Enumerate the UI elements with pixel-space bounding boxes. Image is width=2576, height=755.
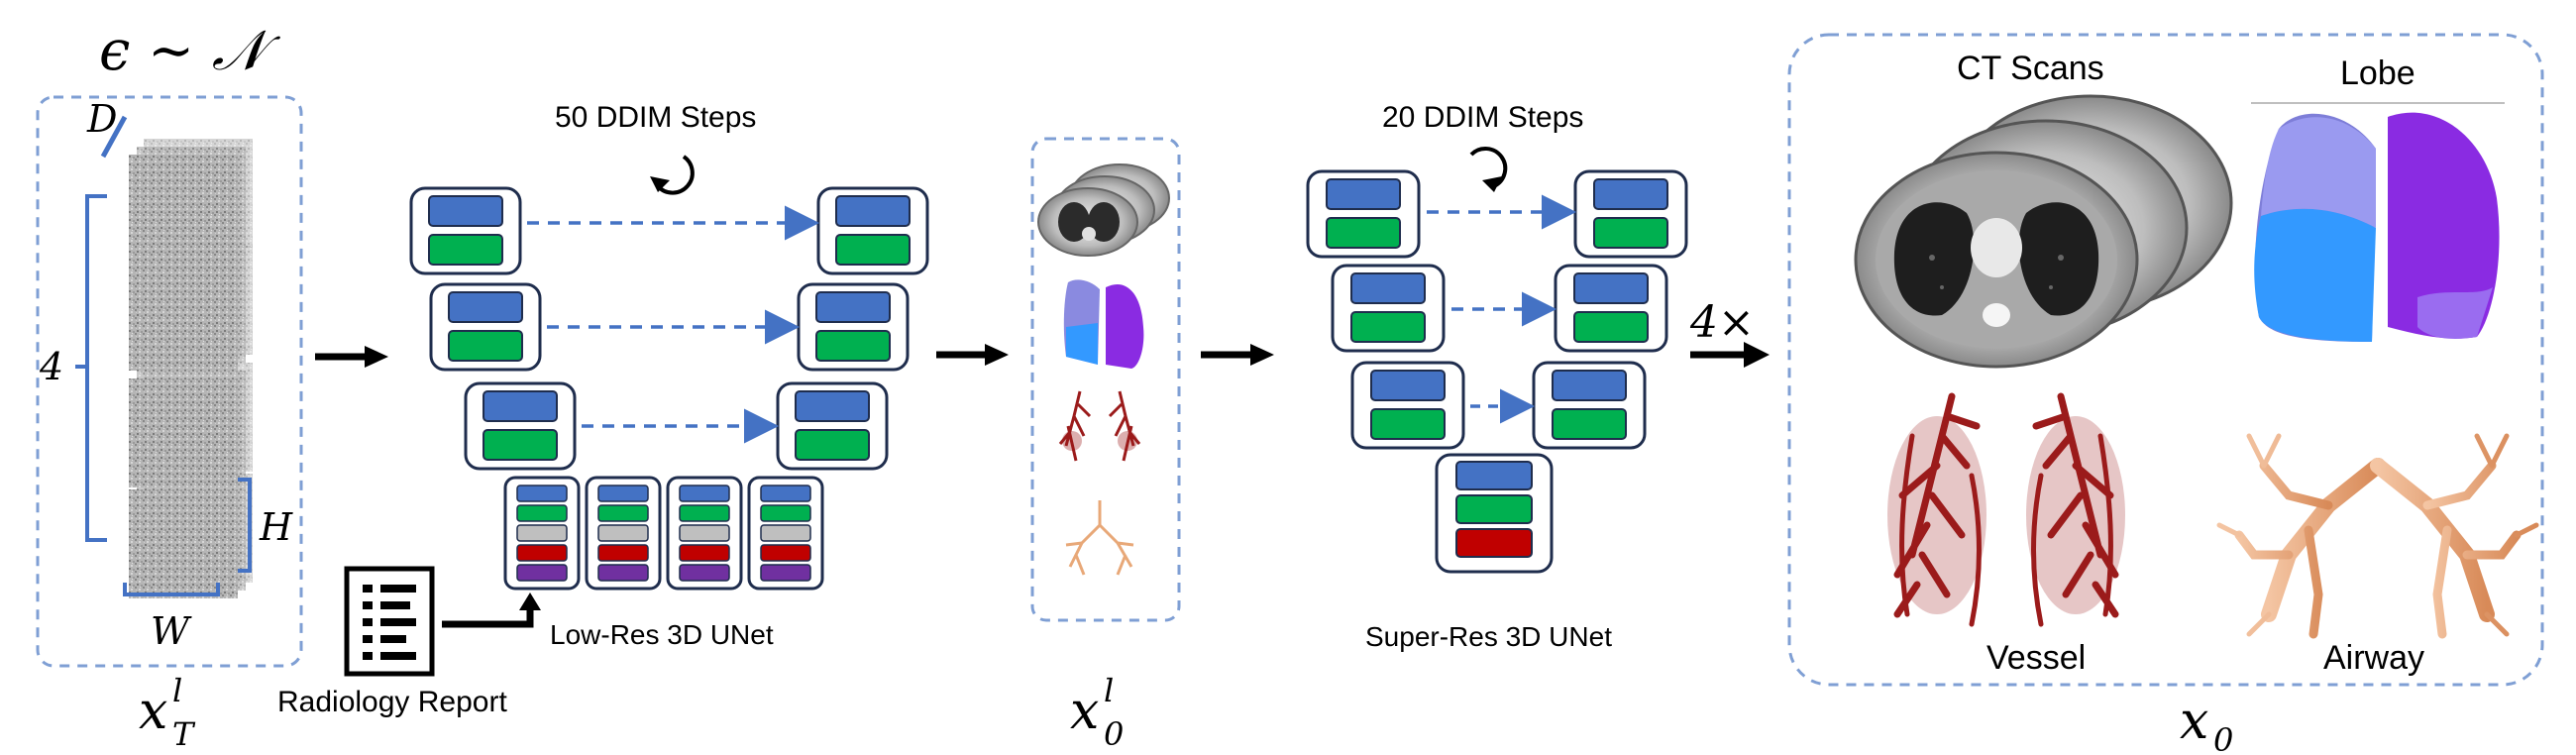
bottleneck-column-2	[585, 476, 662, 591]
arrow-noise-to-unet	[315, 346, 388, 368]
airway-image	[2216, 380, 2539, 639]
low-res-unet-label: Low-Res 3D UNet	[550, 619, 774, 650]
count-label: 4	[39, 345, 63, 388]
dim-d-bracket	[100, 115, 128, 159]
super-res-decoder-3	[1532, 361, 1647, 450]
svg-text:x: x	[139, 682, 167, 741]
low-res-lobe-thumbnail	[1063, 279, 1144, 369]
super-res-encoder-1	[1306, 169, 1421, 259]
low-res-output-caption: x l 0	[1070, 672, 1124, 753]
low-res-decoder-3	[776, 381, 889, 471]
low-res-encoder-3	[464, 381, 577, 471]
report-label: Radiology Report	[277, 686, 507, 718]
low-res-decoder-2	[797, 282, 910, 372]
noise-box	[36, 95, 303, 668]
dim-h-label: H	[259, 505, 293, 549]
svg-text:T: T	[172, 715, 196, 753]
arrow-report-to-unet	[442, 593, 541, 628]
super-res-encoder-3	[1350, 361, 1465, 450]
super-res-loop-icon	[1469, 147, 1508, 192]
super-res-unet-label: Super-Res 3D UNet	[1365, 621, 1612, 652]
noise-volume-2	[129, 246, 253, 371]
low-res-steps-title: 50 DDIM Steps	[555, 101, 756, 134]
low-res-encoder-2	[429, 282, 542, 372]
svg-text:l: l	[1104, 672, 1114, 709]
lobe-image	[2254, 112, 2500, 342]
bottleneck-column-1	[503, 476, 581, 591]
super-res-decoder-1	[1573, 169, 1688, 259]
noise-caption: x l T	[139, 672, 196, 753]
ct-scans-image	[1854, 94, 2233, 369]
super-res-bottleneck	[1435, 453, 1554, 574]
noise-volume-3	[129, 363, 253, 487]
low-res-bottleneck	[503, 476, 824, 591]
lobe-label: Lobe	[2340, 54, 2415, 92]
arrow-superres-to-output	[1690, 342, 1770, 368]
count-bracket	[85, 194, 107, 542]
low-res-encoder-1	[409, 186, 522, 275]
svg-text:0: 0	[1104, 715, 1124, 753]
noise-formula: ϵ ∼ 𝒩	[99, 19, 281, 83]
low-res-decoder-1	[816, 186, 929, 275]
bottleneck-column-4	[747, 476, 824, 591]
noise-volume-4	[129, 474, 253, 598]
dim-w-bracket	[123, 583, 220, 596]
vessel-image	[1887, 392, 2125, 627]
svg-text:l: l	[172, 672, 182, 709]
airway-label: Airway	[2323, 639, 2424, 677]
bottleneck-column-3	[666, 476, 743, 591]
low-res-loop-icon	[650, 155, 695, 195]
super-res-decoder-2	[1554, 264, 1668, 353]
dim-h-bracket	[238, 478, 252, 573]
final-output-caption: x 0	[2180, 692, 2233, 755]
dim-w-label: W	[151, 609, 192, 653]
final-output-box	[1787, 33, 2544, 687]
svg-text:x: x	[1070, 682, 1099, 741]
low-res-ct-thumbnail	[1037, 163, 1170, 257]
svg-text:0: 0	[2213, 721, 2233, 755]
ct-scans-label: CT Scans	[1957, 50, 2104, 87]
super-res-steps-title: 20 DDIM Steps	[1382, 101, 1583, 134]
vessel-label: Vessel	[1986, 639, 2086, 677]
svg-text:x: x	[2180, 692, 2208, 751]
arrow-unet-to-lowres-output	[936, 344, 1009, 366]
low-res-vessel-thumbnail	[1058, 390, 1141, 462]
arrow-lowres-output-to-superres	[1201, 344, 1274, 366]
report-document-icon	[344, 566, 435, 677]
dim-d-label: D	[86, 97, 117, 141]
super-res-encoder-2	[1331, 264, 1446, 353]
low-res-airway-thumbnail	[1065, 500, 1134, 576]
noise-volume-1	[129, 139, 253, 264]
low-res-output-box	[1030, 137, 1181, 622]
upsample-factor-label: 4×	[1689, 297, 1755, 348]
